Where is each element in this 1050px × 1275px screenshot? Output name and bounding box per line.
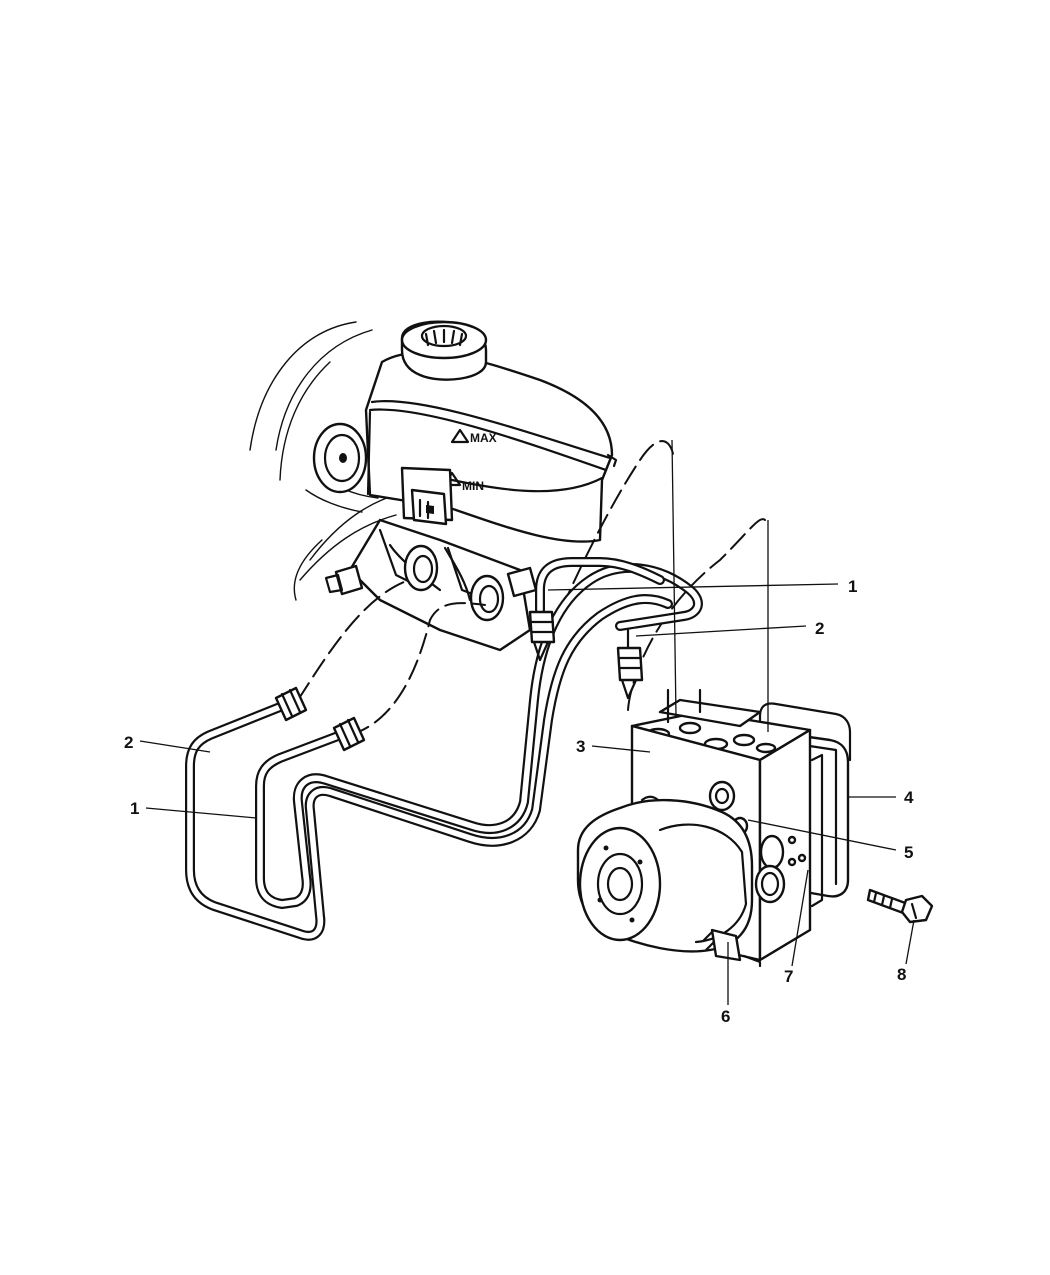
callout-3: 3 (576, 737, 585, 756)
tube-fitting-left-1 (332, 716, 366, 752)
callout-1-top: 1 (848, 577, 857, 596)
tube-fitting-top-2 (616, 628, 644, 700)
reservoir-min-label: MIN (462, 479, 484, 493)
tube-fitting-left-2 (274, 686, 308, 722)
callout-7: 7 (784, 967, 793, 986)
pulley (312, 422, 368, 494)
abs-hydraulic-control-unit (576, 688, 852, 968)
brake-tube-2-inner (187, 596, 671, 939)
callout-1-left: 1 (130, 799, 139, 818)
callout-2-left: 2 (124, 733, 133, 752)
callout-6: 6 (721, 1007, 730, 1026)
leader-lines (139, 439, 915, 1005)
master-cylinder (324, 518, 538, 652)
upper-tube (535, 557, 665, 615)
callout-2-top: 2 (815, 619, 824, 638)
reservoir-max-label: MAX (470, 431, 497, 445)
brake-tube-1-inner (257, 565, 701, 907)
callout-5: 5 (904, 843, 913, 862)
tube-fitting-top-1 (528, 610, 556, 662)
brake-fluid-reservoir: MAX MIN (364, 320, 618, 543)
mounting-bolt (866, 888, 934, 924)
callout-4: 4 (904, 788, 914, 807)
callout-8: 8 (897, 965, 906, 984)
callouts: 1 2 2 1 3 4 5 6 7 8 (124, 577, 914, 1026)
